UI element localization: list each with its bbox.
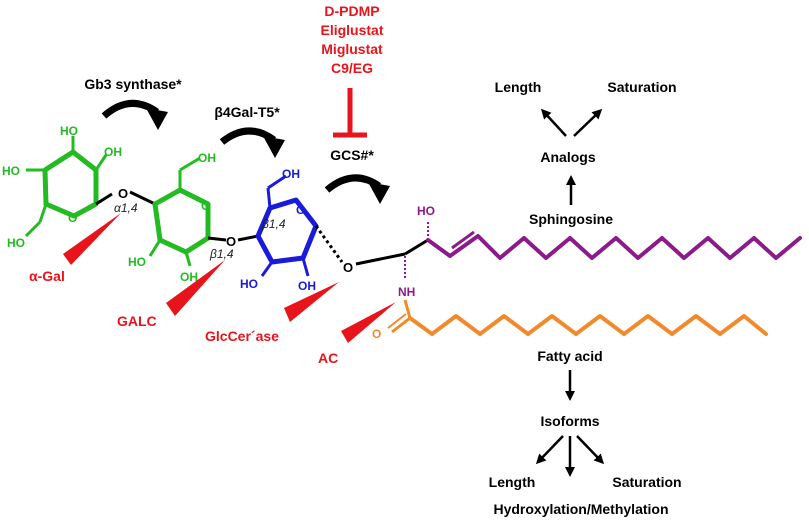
alpha14-oxygen: O — [118, 186, 128, 201]
isoforms-to-saturation-arrow-icon — [576, 435, 605, 465]
inhibitor-dpdmp: D-PDMP — [324, 3, 379, 19]
galc-label: GALC — [117, 313, 157, 329]
inhibitor-list: D-PDMP Eliglustat Miglustat C9/EG — [320, 3, 383, 76]
gcs-label: GCS#* — [330, 147, 374, 163]
gcs-arrow-icon — [324, 174, 390, 204]
glucose-ring-oxygen: O — [296, 203, 305, 217]
middle-gal-hydroxyl-left: HO — [128, 255, 146, 269]
galc-cleavage-icon — [166, 260, 225, 316]
sphingosine-hydroxyl: HO — [417, 204, 435, 218]
alpha-gal-cleavage-icon — [63, 213, 121, 265]
galactose-ring-terminal: HO OH HO HO O — [2, 124, 122, 250]
isoforms-to-length-arrow-icon — [535, 435, 564, 465]
b4galt5-arrow-icon — [219, 127, 285, 158]
glucose-hydroxyl-top: OH — [282, 167, 300, 181]
beta14-linkage-b: β1,4 — [261, 217, 286, 231]
analogs-to-saturation-arrow-icon — [573, 108, 603, 137]
middle-gal-hydroxyl-bottom: OH — [180, 270, 198, 284]
galactose-hydroxyl-right: OH — [104, 145, 122, 159]
alpha-gal-label: α-Gal — [29, 268, 65, 284]
b4galt5-label: β4Gal-T5* — [214, 104, 280, 120]
sphingosine-saturation-label: Saturation — [607, 79, 676, 95]
analogs-to-length-arrow-icon — [540, 108, 567, 137]
fatty-acid-label: Fatty acid — [537, 348, 602, 364]
glccerase-cleavage-icon — [284, 282, 339, 322]
sphingosine-label: Sphingosine — [529, 211, 613, 227]
galactose-ring-oxygen: O — [68, 211, 77, 225]
fatty-acid-isoforms-label: Isoforms — [540, 413, 599, 429]
inhibitor-miglustat: Miglustat — [321, 41, 383, 57]
glucose-hydroxyl-bottom: OH — [298, 279, 316, 293]
carbonyl-oxygen: O — [372, 327, 381, 341]
beta14-linkage-a: β1,4 — [209, 247, 234, 261]
fatty-acid-length-label: Length — [489, 474, 536, 490]
ceramide-oxygen: O — [343, 260, 353, 275]
fatty-acid-chain: O — [372, 313, 768, 341]
inhibition-bar — [333, 88, 367, 138]
galactose-hydroxyl-top: HO — [60, 124, 78, 138]
sphingosine-length-label: Length — [495, 79, 542, 95]
middle-gal-hydroxyl-top: OH — [198, 151, 216, 165]
fatty-acid-hydroxylation-label: Hydroxylation/Methylation — [493, 501, 668, 517]
amide-nh: NH — [398, 285, 415, 299]
glccerase-label: GlcCer´ase — [205, 328, 279, 344]
galactose-ring-middle: OH HO OH O — [128, 151, 227, 284]
alpha14-linkage: α1,4 — [114, 201, 138, 215]
inhibitor-c9eg: C9/EG — [331, 60, 373, 76]
sphingosine-chain: HO — [404, 204, 802, 260]
inhibitor-eliglustat: Eliglustat — [320, 22, 383, 38]
glucose-ring: OH HO OH O — [240, 167, 344, 293]
sphingosine-analogs-label: Analogs — [540, 149, 595, 165]
beta14-oxygen: O — [226, 234, 236, 249]
gb3-synthase-label: Gb3 synthase* — [84, 76, 182, 92]
ac-label: AC — [318, 350, 338, 366]
galactose-hydroxyl-left: HO — [2, 164, 20, 178]
gb3-synthase-arrow-icon — [101, 100, 168, 130]
fatty-acid-saturation-label: Saturation — [612, 474, 681, 490]
galactose-hydroxyl-bottom: HO — [7, 236, 25, 250]
glucose-hydroxyl-left: HO — [240, 277, 258, 291]
middle-gal-ring-oxygen: O — [201, 199, 210, 213]
ac-cleavage-icon — [341, 302, 396, 343]
